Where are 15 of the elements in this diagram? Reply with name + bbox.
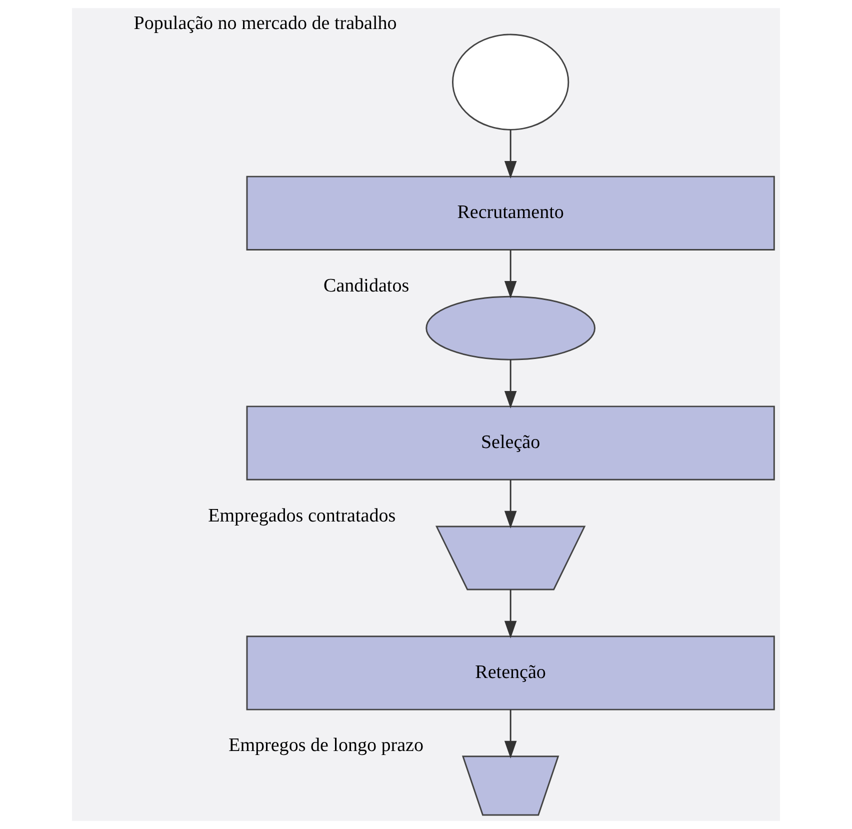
arrow	[504, 360, 517, 409]
node-label: População no mercado de trabalho	[134, 13, 397, 34]
arrow	[504, 130, 517, 179]
node-ellipse	[452, 34, 570, 130]
arrow	[504, 589, 517, 638]
node-box: Seleção	[246, 406, 775, 480]
node-box: Recrutamento	[246, 176, 775, 250]
node-label: Candidatos	[324, 275, 410, 296]
arrow	[504, 710, 517, 758]
node-box: Retenção	[246, 636, 775, 710]
node-ellipse	[426, 296, 596, 360]
node-label: Empregos de longo prazo	[228, 735, 424, 756]
arrow	[504, 250, 517, 299]
node-label: Empregados contratados	[208, 505, 396, 526]
arrow	[504, 480, 517, 528]
